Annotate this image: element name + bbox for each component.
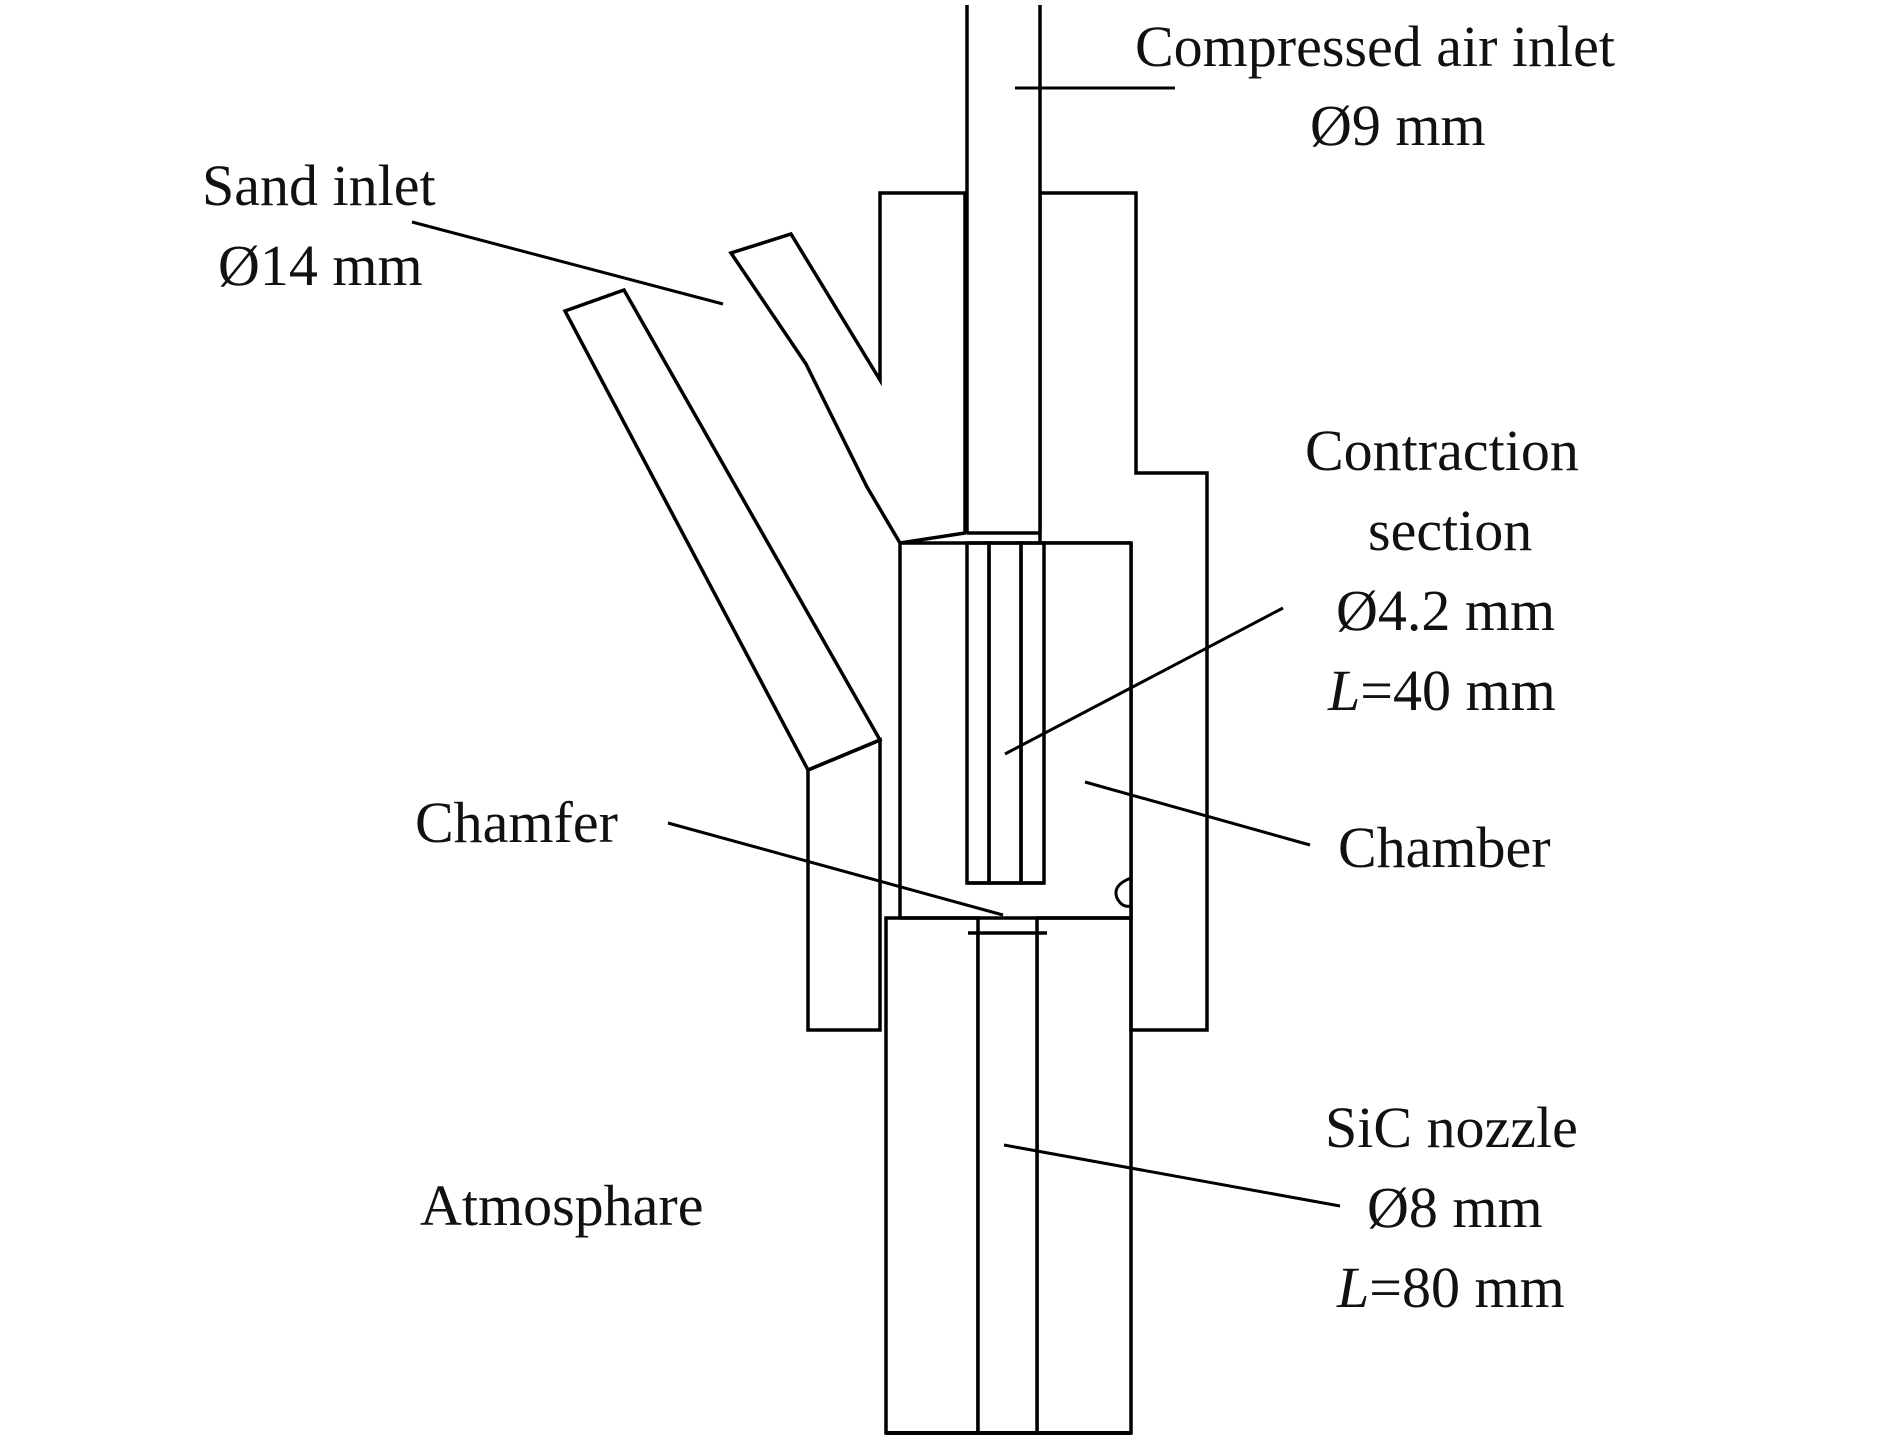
housing-lower-left [806, 737, 882, 1032]
nozzle-bore [978, 933, 1037, 1433]
label-atmosphere: Atmosphare [420, 1173, 704, 1238]
leader-chamber [1084, 780, 1311, 847]
leader-sand-inlet [411, 220, 724, 306]
contraction-tube [965, 541, 1046, 885]
label-air-inlet-diameter: Ø9 mm [1310, 93, 1486, 158]
leader-chamfer [667, 821, 1004, 917]
sic-nozzle [884, 916, 1133, 1435]
label-sand-inlet-diameter: Ø14 mm [218, 233, 423, 298]
label-sand-inlet: Sand inlet [202, 153, 436, 218]
label-contraction-section: section [1368, 498, 1532, 563]
housing-left-block [728, 191, 967, 545]
housing-left-section [731, 193, 965, 543]
label-nozzle-diameter: Ø8 mm [1367, 1175, 1543, 1240]
leader-nozzle [1003, 1143, 1341, 1208]
label-contraction-length: L=40 mm [1327, 658, 1556, 723]
sand-inlet-pipe [562, 287, 883, 773]
label-contraction-diameter: Ø4.2 mm [1336, 578, 1555, 643]
label-chamfer: Chamfer [415, 790, 618, 855]
sand-pipe-left-wall [562, 287, 883, 773]
chamber-notch [1114, 876, 1132, 908]
label-air-inlet: Compressed air inlet [1135, 14, 1615, 79]
label-nozzle: SiC nozzle [1325, 1095, 1578, 1160]
label-nozzle-length: L=80 mm [1336, 1255, 1565, 1320]
air-inlet-bore [967, 0, 1040, 533]
label-chamber: Chamber [1338, 815, 1551, 880]
air-inlet-tube [965, 0, 1175, 535]
label-contraction: Contraction [1305, 418, 1579, 483]
leader-lines [411, 220, 1341, 1208]
mixing-chamber [900, 543, 1131, 918]
leader-contraction [1004, 606, 1284, 756]
